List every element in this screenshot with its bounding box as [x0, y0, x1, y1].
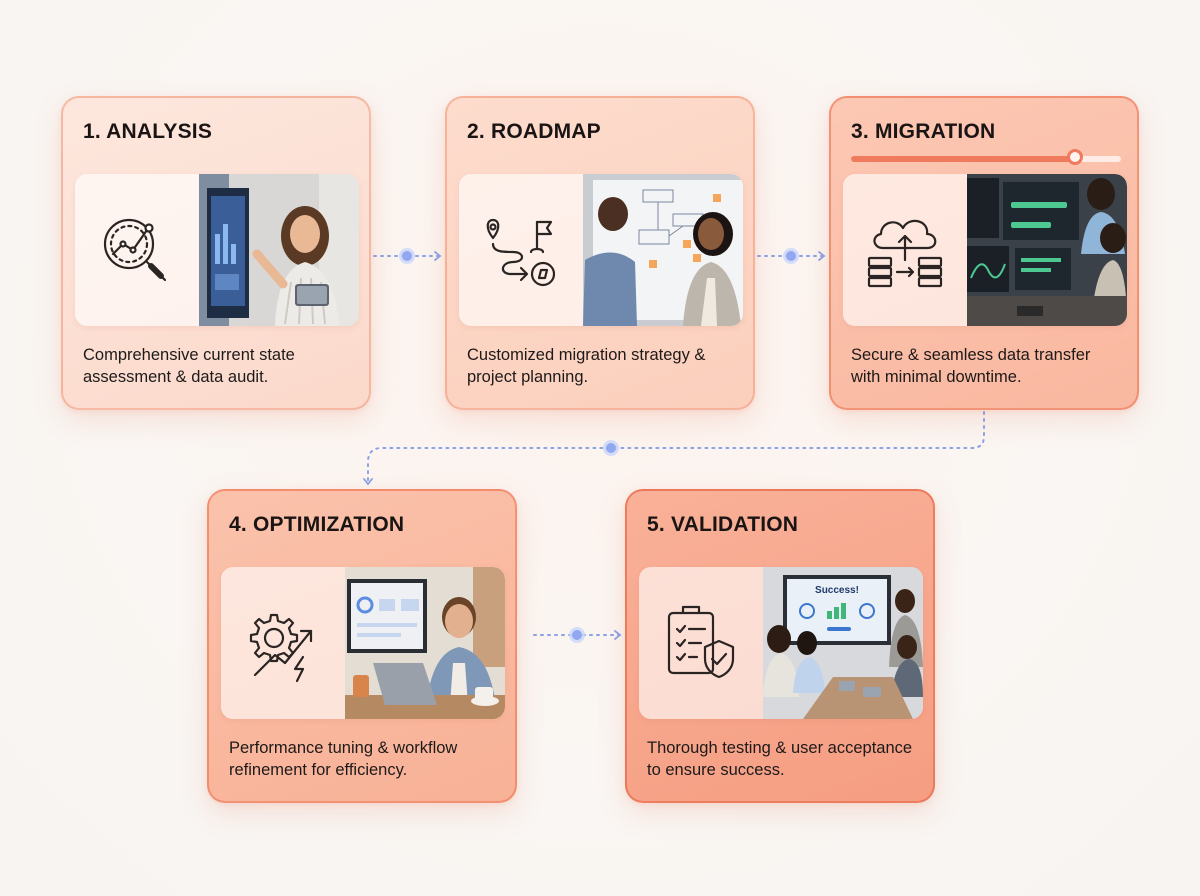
step-title: 1. ANALYSIS	[83, 120, 213, 143]
step-media-panel: Success!	[639, 567, 923, 719]
analytics-magnifier-icon	[75, 174, 199, 326]
step-card-validation: 5. VALIDATION Success!	[625, 489, 935, 803]
progress-knob	[1067, 149, 1084, 165]
step-card-analysis: 1. ANALYSIS	[61, 96, 371, 410]
presenter-at-dashboard-photo	[199, 174, 359, 326]
whiteboard-planning-photo	[583, 174, 743, 326]
roadmap-path-icon	[459, 174, 583, 326]
step-title: 4. OPTIMIZATION	[229, 513, 405, 536]
gear-growth-icon	[221, 567, 345, 719]
checklist-shield-icon	[639, 567, 763, 719]
step-media-panel	[221, 567, 505, 719]
step-media-panel	[459, 174, 743, 326]
connector-3-4	[363, 411, 985, 486]
step-media-panel	[843, 174, 1127, 326]
connector-2-3	[757, 248, 826, 264]
step-description: Performance tuning & workflow refinement…	[229, 739, 458, 779]
step-title: 2. ROADMAP	[467, 120, 601, 143]
cloud-data-transfer-icon	[843, 174, 967, 326]
step-card-migration: 3. MIGRATION	[829, 96, 1139, 410]
step-card-optimization: 4. OPTIMIZATION	[207, 489, 517, 803]
screen-success-text: Success!	[815, 585, 859, 596]
step-title: 3. MIGRATION	[851, 120, 996, 143]
step-card-roadmap: 2. ROADMAP	[445, 96, 755, 410]
step-description: Comprehensive current state assessment &…	[83, 346, 295, 386]
progress-fill	[851, 156, 1076, 162]
connector-4-5	[533, 627, 622, 643]
success-meeting-photo: Success!	[763, 567, 923, 719]
laptop-analytics-photo	[345, 567, 505, 719]
step-description: Thorough testing & user acceptance to en…	[647, 739, 913, 779]
monitoring-screens-photo	[967, 174, 1127, 326]
step-media-panel	[75, 174, 359, 326]
step-title: 5. VALIDATION	[647, 513, 799, 536]
step-description: Customized migration strategy & project …	[467, 346, 706, 386]
connector-1-2	[373, 248, 442, 264]
step-description: Secure & seamless data transfer with min…	[851, 346, 1091, 386]
migration-progress-bar	[851, 149, 1121, 165]
